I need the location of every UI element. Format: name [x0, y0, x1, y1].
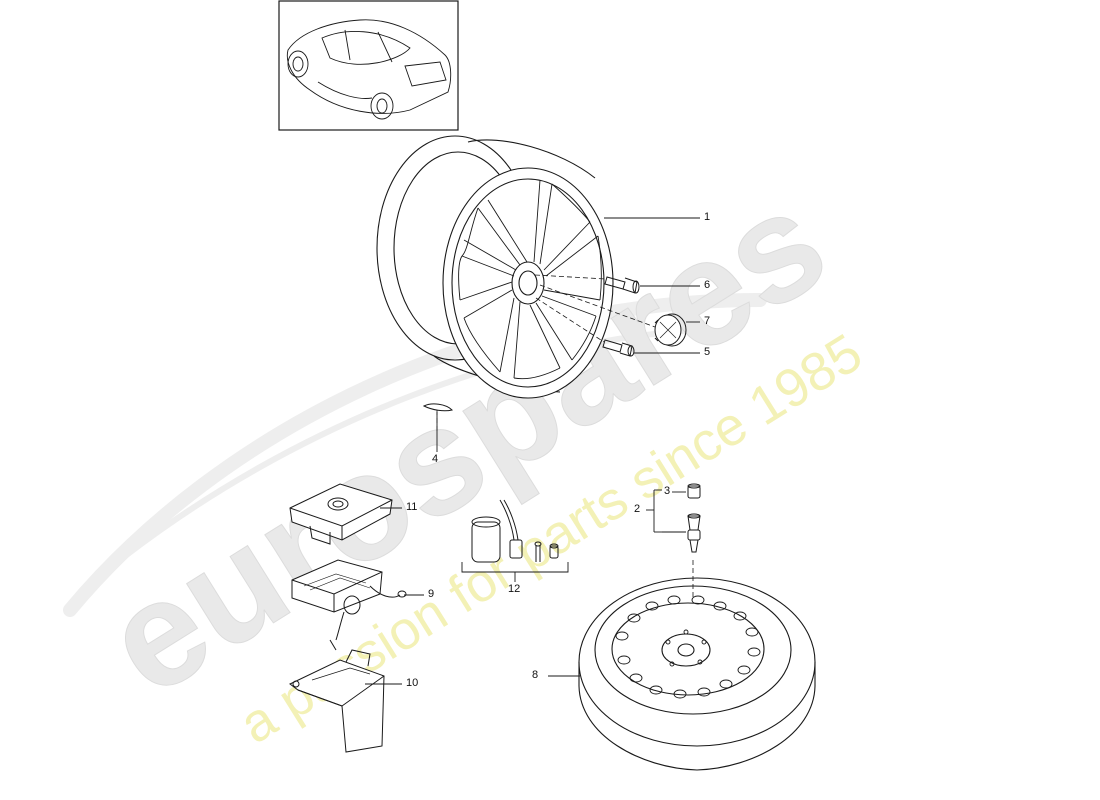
callout-3: 3 — [664, 485, 671, 497]
callout-8: 8 — [532, 669, 539, 681]
wheel-bolt — [602, 339, 635, 357]
callout-10: 10 — [406, 677, 419, 689]
alloy-wheel — [376, 135, 614, 399]
tire-valve-assembly — [687, 483, 701, 553]
compressor-cover — [289, 483, 393, 545]
center-cap — [654, 313, 687, 347]
callout-5: 5 — [704, 346, 711, 358]
locking-wheel-bolt — [604, 276, 640, 294]
callout-2: 2 — [634, 503, 641, 515]
spare-wheel — [578, 577, 816, 771]
callout-4: 4 — [432, 453, 439, 465]
callout-6: 6 — [704, 279, 711, 291]
callout-7: 7 — [704, 315, 711, 327]
vehicle-thumbnail — [278, 0, 459, 131]
balance-weight — [422, 403, 453, 412]
callout-1: 1 — [704, 211, 711, 223]
callout-11: 11 — [406, 501, 418, 513]
tire-sealant-kit — [471, 499, 559, 563]
leader-lines — [365, 217, 700, 685]
compressor — [291, 559, 407, 641]
callout-12: 12 — [508, 583, 521, 595]
compressor-bracket — [289, 639, 385, 753]
callout-9: 9 — [428, 588, 435, 600]
watermark-swoosh — [63, 293, 767, 617]
